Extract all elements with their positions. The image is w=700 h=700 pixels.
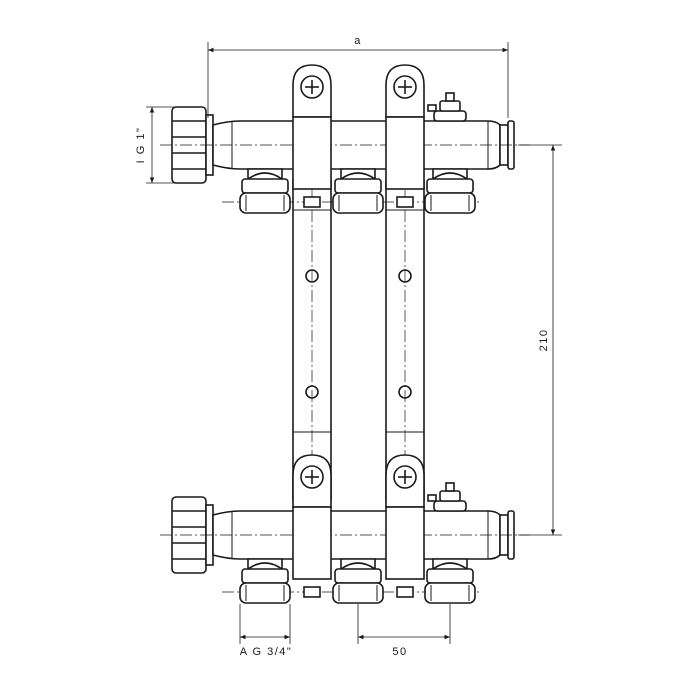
dimension-height: 210 — [518, 144, 562, 536]
width-label: a — [354, 35, 362, 47]
outlet-thread-label: A G 3/4" — [240, 646, 293, 658]
dimension-width: a — [207, 35, 509, 118]
dimension-inlet-thread: I G 1" — [135, 106, 178, 184]
upper-manifold-bar — [159, 64, 531, 214]
height-label: 210 — [538, 329, 550, 352]
lower-manifold-bar — [159, 454, 531, 604]
dimension-outlet-thread: A G 3/4" — [239, 604, 293, 658]
spacing-label: 50 — [392, 646, 407, 658]
inlet-thread-label: I G 1" — [135, 127, 147, 164]
wall-rails — [222, 170, 480, 598]
dimension-spacing: 50 — [357, 604, 451, 658]
